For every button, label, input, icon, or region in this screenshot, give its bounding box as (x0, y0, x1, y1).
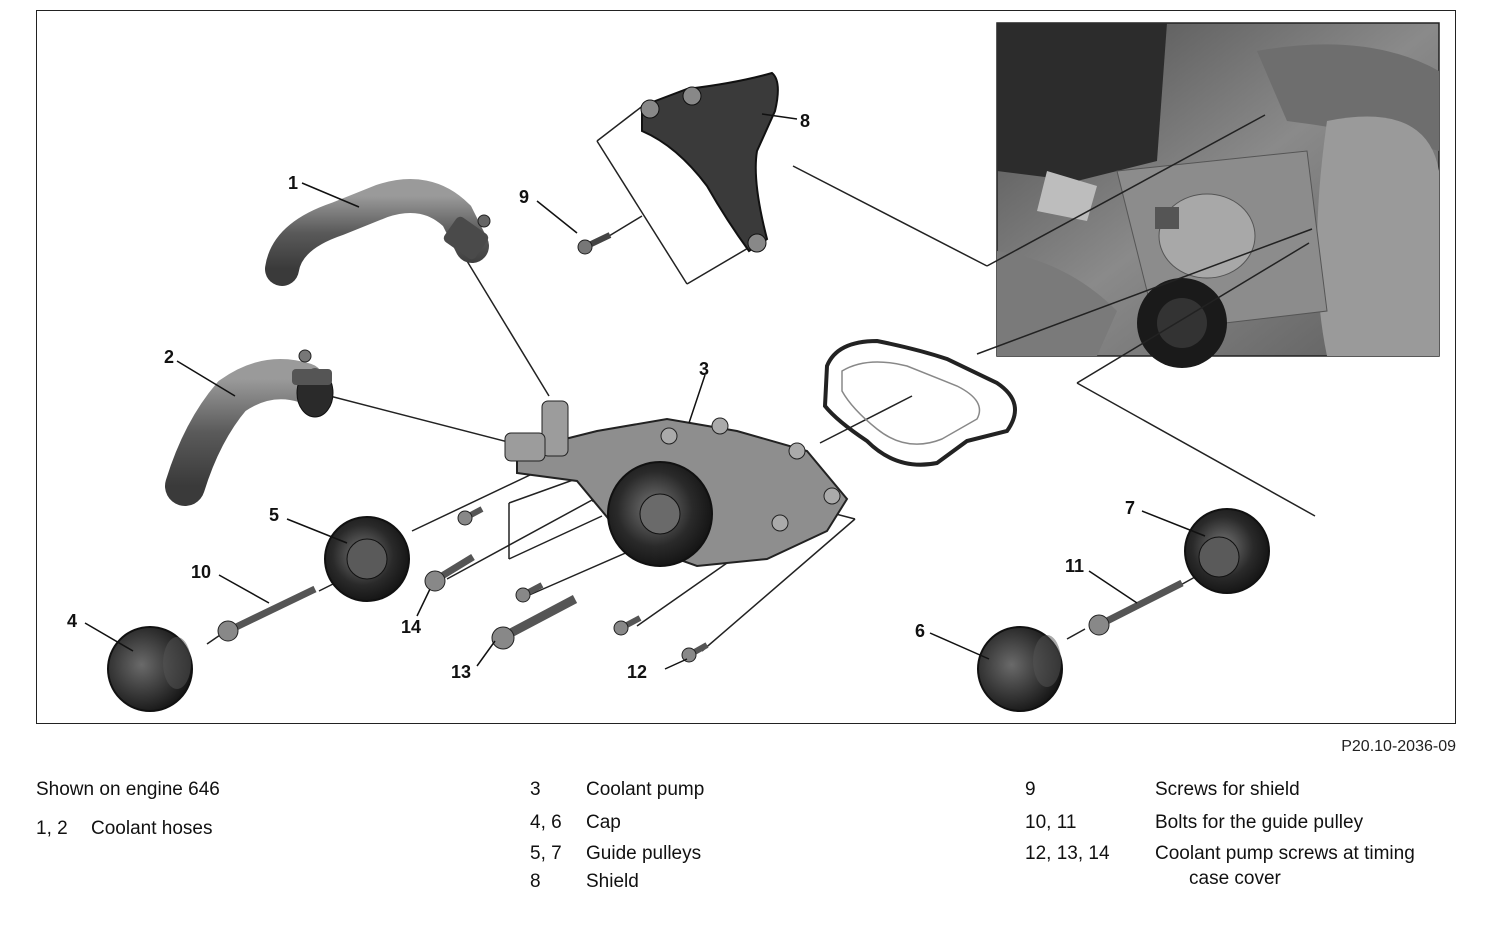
legend-desc-12-13-14: Coolant pump screws at timing (1155, 843, 1415, 864)
legend-num-5-7: 5, 7 (530, 843, 562, 864)
bolt-10 (217, 585, 317, 642)
callout-10: 10 (191, 562, 211, 582)
legend-num-4-6: 4, 6 (530, 812, 562, 833)
legend-note: Shown on engine 646 (36, 779, 220, 800)
coolant-pump-3 (504, 400, 849, 568)
callout-11: 11 (1065, 556, 1084, 576)
diagram-drawing: 1 2 3 4 5 6 7 8 9 10 11 12 13 14 (67, 22, 1440, 712)
callout-6: 6 (915, 621, 925, 641)
engine-photo-inset (996, 22, 1440, 368)
legend-num-10-11: 10, 11 (1025, 812, 1077, 833)
callout-3: 3 (699, 359, 709, 379)
callout-1: 1 (288, 173, 298, 193)
callout-9: 9 (519, 187, 529, 207)
guide-pulley-7 (1184, 508, 1270, 594)
callout-7: 7 (1125, 498, 1135, 518)
legend-num-3: 3 (530, 779, 541, 800)
legend-desc-10-11: Bolts for the guide pulley (1155, 812, 1364, 833)
bolt-11 (1088, 579, 1184, 636)
gasket (822, 338, 1017, 467)
legend-desc-4-6: Cap (586, 812, 621, 833)
legend-desc-12-13-14-cont: case cover (1189, 868, 1281, 889)
callout-8: 8 (800, 111, 810, 131)
coolant-hose-2 (165, 349, 334, 506)
cap-6 (977, 626, 1063, 712)
callout-5: 5 (269, 505, 279, 525)
exploded-diagram: 1 2 3 4 5 6 7 8 9 10 11 12 13 14 (36, 10, 1456, 724)
legend-desc-5-7: Guide pulleys (586, 843, 702, 864)
callout-13: 13 (451, 662, 471, 682)
legend-num-9: 9 (1025, 779, 1036, 800)
coolant-hose-1 (265, 179, 491, 286)
figure-reference-code: P20.10-2036-09 (1341, 738, 1456, 755)
legend-desc-3: Coolant pump (586, 779, 705, 800)
callout-12: 12 (627, 662, 647, 682)
legend-desc-8: Shield (586, 871, 639, 892)
guide-pulley-5 (324, 516, 410, 602)
callout-14: 14 (401, 617, 421, 637)
screw-13 (491, 595, 578, 650)
callout-4: 4 (67, 611, 77, 631)
legend-num-1-2: 1, 2 (36, 818, 68, 839)
legend-desc-1-2: Coolant hoses (91, 818, 213, 839)
callout-leaders (84, 113, 1206, 670)
cap-4 (107, 626, 193, 712)
shield-8 (640, 71, 779, 253)
legend-num-8: 8 (530, 871, 541, 892)
legend-num-12-13-14: 12, 13, 14 (1025, 843, 1110, 864)
callout-2: 2 (164, 347, 174, 367)
small-screws (457, 506, 709, 663)
screw-9 (577, 232, 612, 255)
screw-14 (424, 554, 475, 592)
legend-desc-9: Screws for shield (1155, 779, 1300, 800)
